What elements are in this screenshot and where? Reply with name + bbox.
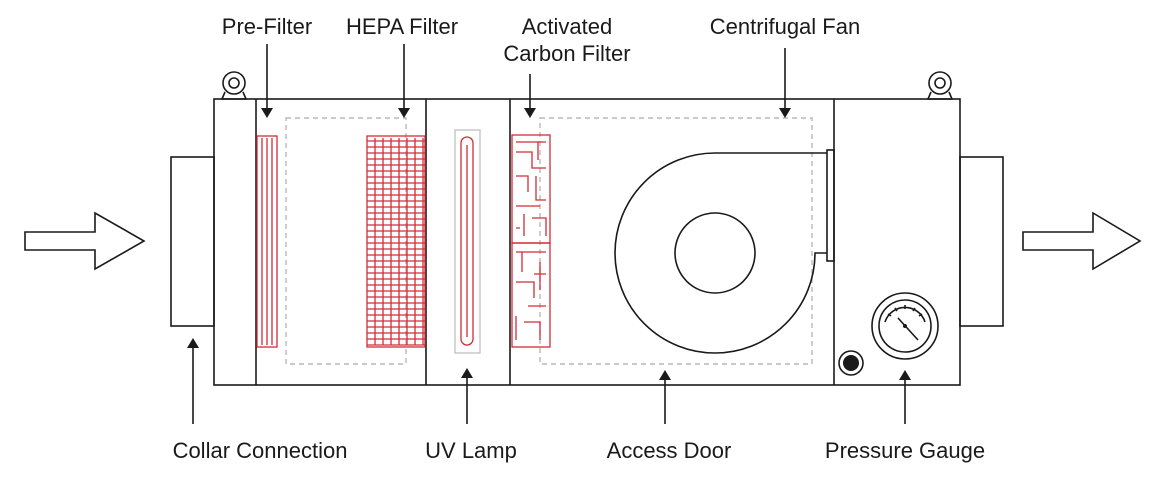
access-door-panel [539,117,813,365]
collar-connection-pointer-arrow-icon [187,338,199,424]
label-activated-carbon-line2: Carbon Filter [503,41,630,66]
hepa-filter-pointer-arrow-icon [398,44,410,118]
centrifugal-fan-pointer-arrow-icon [779,48,791,118]
uv-lamp-pointer-arrow-icon [461,368,473,424]
pressure-gauge-pointer-arrow-icon [899,370,911,424]
inlet-collar [170,156,215,327]
hepa-filter-element [366,135,426,348]
pre-filter-pointer-arrow-icon [261,44,273,118]
activated-carbon-pointer-arrow-icon [524,74,536,118]
uv-lamp-element [454,129,481,354]
pre-filter-element [256,135,278,348]
label-uv-lamp: UV Lamp [425,438,517,463]
inlet-arrow-icon [24,211,146,271]
label-centrifugal-fan: Centrifugal Fan [710,14,860,39]
outlet-arrow-icon [1022,211,1142,271]
centrifugal-fan-icon [614,149,835,354]
label-pressure-gauge: Pressure Gauge [825,438,985,463]
label-hepa-filter: HEPA Filter [346,14,458,39]
drain-port-icon [838,350,864,376]
lifting-ring-right-icon [926,71,954,100]
label-access-door: Access Door [607,438,732,463]
label-collar-connection: Collar Connection [173,438,348,463]
activated-carbon-filter-element [511,134,551,348]
access-door-pointer-arrow-icon [659,370,671,424]
unit-housing [213,98,961,386]
lifting-ring-left-icon [220,71,248,100]
label-pre-filter: Pre-Filter [222,14,312,39]
pressure-gauge-icon [871,292,939,360]
outlet-collar [959,156,1004,327]
filter-access-panel [285,117,407,365]
label-activated-carbon-line1: Activated [522,14,613,39]
